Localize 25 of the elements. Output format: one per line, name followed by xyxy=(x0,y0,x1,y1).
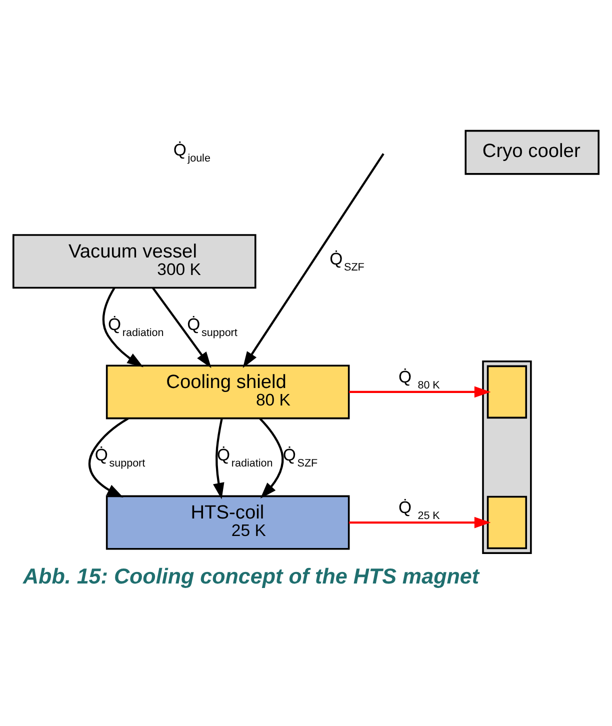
arrow xyxy=(349,516,491,528)
arrow xyxy=(349,386,491,398)
arrow xyxy=(242,152,384,368)
node-box: Cryo cooler xyxy=(464,129,600,174)
arrow xyxy=(213,418,224,499)
node-box xyxy=(486,364,528,418)
cluster xyxy=(482,360,532,554)
label: Q̇$_{joule}$ xyxy=(173,140,210,164)
node-box: HTS-coil 25 K xyxy=(106,494,350,550)
node-box: Vacuum vessel 300 K xyxy=(12,234,256,288)
node-box xyxy=(486,495,528,549)
edge-label: Q̇ $_{25 K}$ xyxy=(398,498,440,522)
node-box: Cooling shield 80 K xyxy=(106,364,350,419)
edge-label: Q̇$_{radiation}$ xyxy=(108,314,164,338)
edge-label: Q̇$_{SZF}$ xyxy=(282,444,318,469)
arrow xyxy=(88,417,129,498)
edge-label: Q̇ $_{80 K}$ xyxy=(398,367,440,392)
edge-label: Q̇$_{support}$ xyxy=(94,444,146,469)
arrow xyxy=(259,417,284,498)
arrow xyxy=(102,286,144,367)
edge-label: Q̇$_{support}$ xyxy=(187,314,238,338)
caption: Abb. 15: Cooling concept of the HTS magnet xyxy=(22,563,480,588)
edge-label: Q̇$_{SZF}$ xyxy=(330,249,364,274)
arrow xyxy=(152,286,212,368)
edge-label: Q̇$_{radiation}$ xyxy=(217,444,273,469)
